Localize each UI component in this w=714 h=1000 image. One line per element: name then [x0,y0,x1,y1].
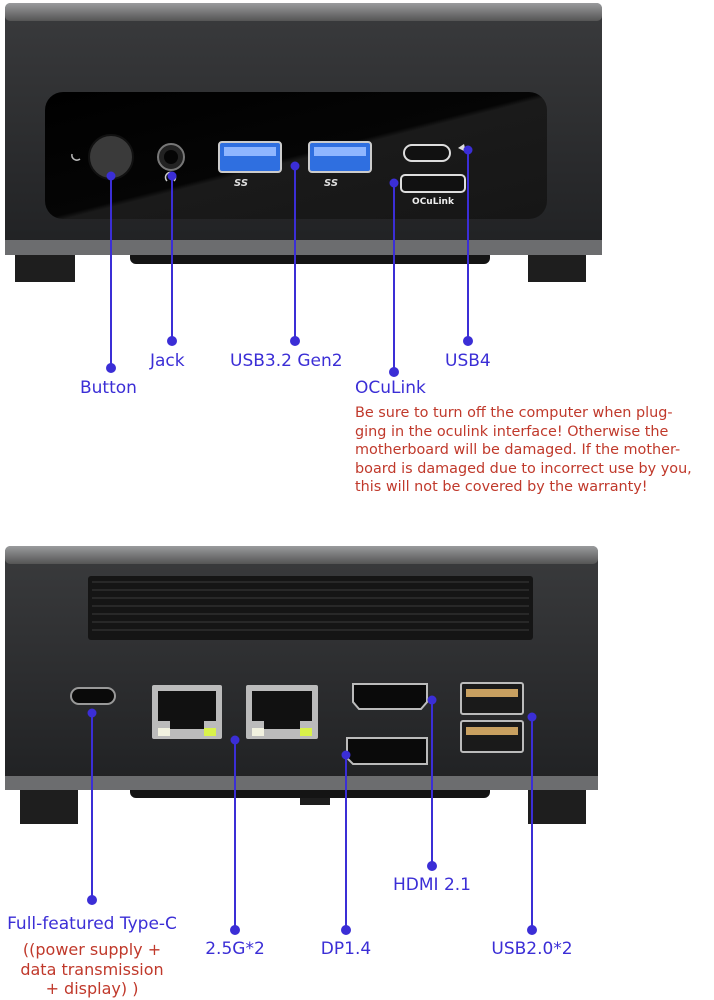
rj45-port-2 [246,685,318,739]
button-label: Button [80,378,137,398]
dp-label: DP1.4 [320,939,372,959]
oculink-label: OCuLink [355,378,426,398]
hdmi-port [352,683,428,710]
displayport-port [346,737,428,765]
foot [15,252,75,282]
usb3-port-2 [308,141,372,173]
oculink-port [400,174,466,193]
hdmi-label: HDMI 2.1 [393,875,471,895]
foot [528,252,586,282]
back-view [5,546,598,824]
typec-label: Full-featured Type-C [7,914,177,934]
usb4-port [403,144,451,162]
usb3-port-1 [218,141,282,173]
foot [20,786,78,824]
power-led-icon [71,153,81,161]
usb4-label: USB4 [445,351,491,371]
typec-port [70,687,116,705]
jack-label: Jack [150,351,185,371]
superspeed-logo: SS [324,178,339,189]
foot [528,786,586,824]
typec-note: ((power supply + data transmission + dis… [20,940,164,998]
front-callouts [106,145,473,377]
oculink-warning: Be sure to turn off the computer when pl… [355,405,692,496]
lan-label: 2.5G*2 [205,939,265,959]
usb20-label: USB2.0*2 [491,939,573,959]
oculink-port-label: OCuLink [412,197,454,207]
superspeed-logo: SS [234,178,249,189]
vent-grille [88,576,533,640]
rj45-port-1 [152,685,222,739]
usb32-label: USB3.2 Gen2 [230,351,343,371]
usb2-port-1 [460,682,524,715]
front-view [5,3,602,282]
back-callouts [87,695,537,935]
usb2-port-2 [460,720,524,753]
